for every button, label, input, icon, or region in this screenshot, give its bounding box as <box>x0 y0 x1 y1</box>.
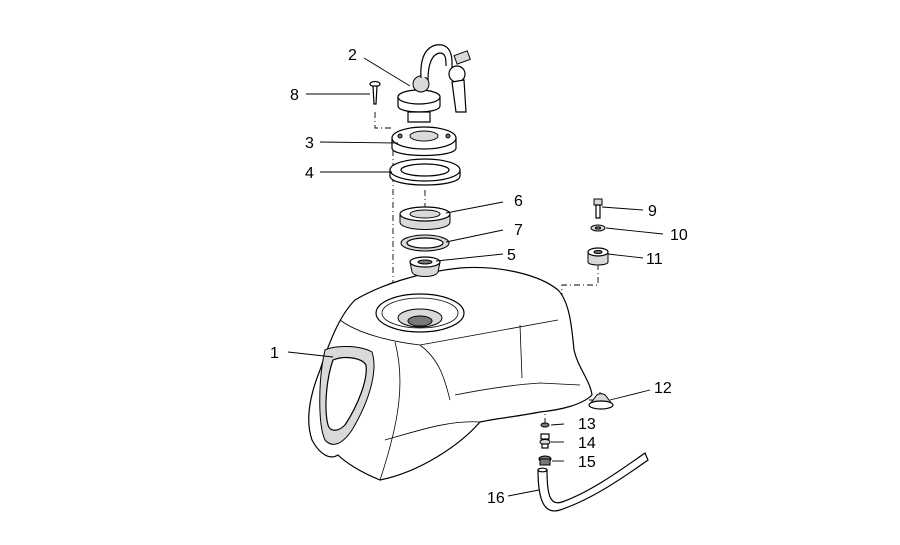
callout-10: 10 <box>670 227 688 244</box>
drain-fitting-washer <box>540 422 550 428</box>
callout-14: 14 <box>578 435 596 452</box>
callout-6: 6 <box>514 193 523 210</box>
callout-2: 2 <box>348 47 357 64</box>
filler-cap-with-key <box>397 44 471 123</box>
washer <box>590 224 606 232</box>
rubber-bushing <box>587 247 609 266</box>
rubber-plug <box>588 393 614 410</box>
cap-flange <box>391 126 457 157</box>
fuel-hose <box>537 452 649 512</box>
callout-labels: 1 2 3 4 5 6 7 8 9 10 11 12 13 14 15 16 <box>270 47 688 507</box>
leader-lines <box>287 57 664 497</box>
hose-clamp <box>538 455 552 466</box>
drain-fitting-nipple <box>539 433 551 449</box>
insert-bushing <box>409 256 441 277</box>
screw <box>369 80 381 105</box>
gasket <box>389 158 461 186</box>
callout-13: 13 <box>578 416 596 433</box>
bolt <box>593 198 603 219</box>
callout-11: 11 <box>646 251 663 268</box>
callout-9: 9 <box>648 203 657 220</box>
callout-3: 3 <box>305 135 314 152</box>
callout-7: 7 <box>514 222 523 239</box>
callout-16: 16 <box>487 490 505 507</box>
callout-12: 12 <box>654 380 672 397</box>
callout-5: 5 <box>507 247 516 264</box>
callout-15: 15 <box>578 454 596 471</box>
o-ring <box>400 234 450 252</box>
seal-ring <box>399 206 451 230</box>
callout-8: 8 <box>290 87 299 104</box>
callout-4: 4 <box>305 165 314 182</box>
callout-1: 1 <box>270 345 279 362</box>
fuel-tank <box>308 266 593 481</box>
